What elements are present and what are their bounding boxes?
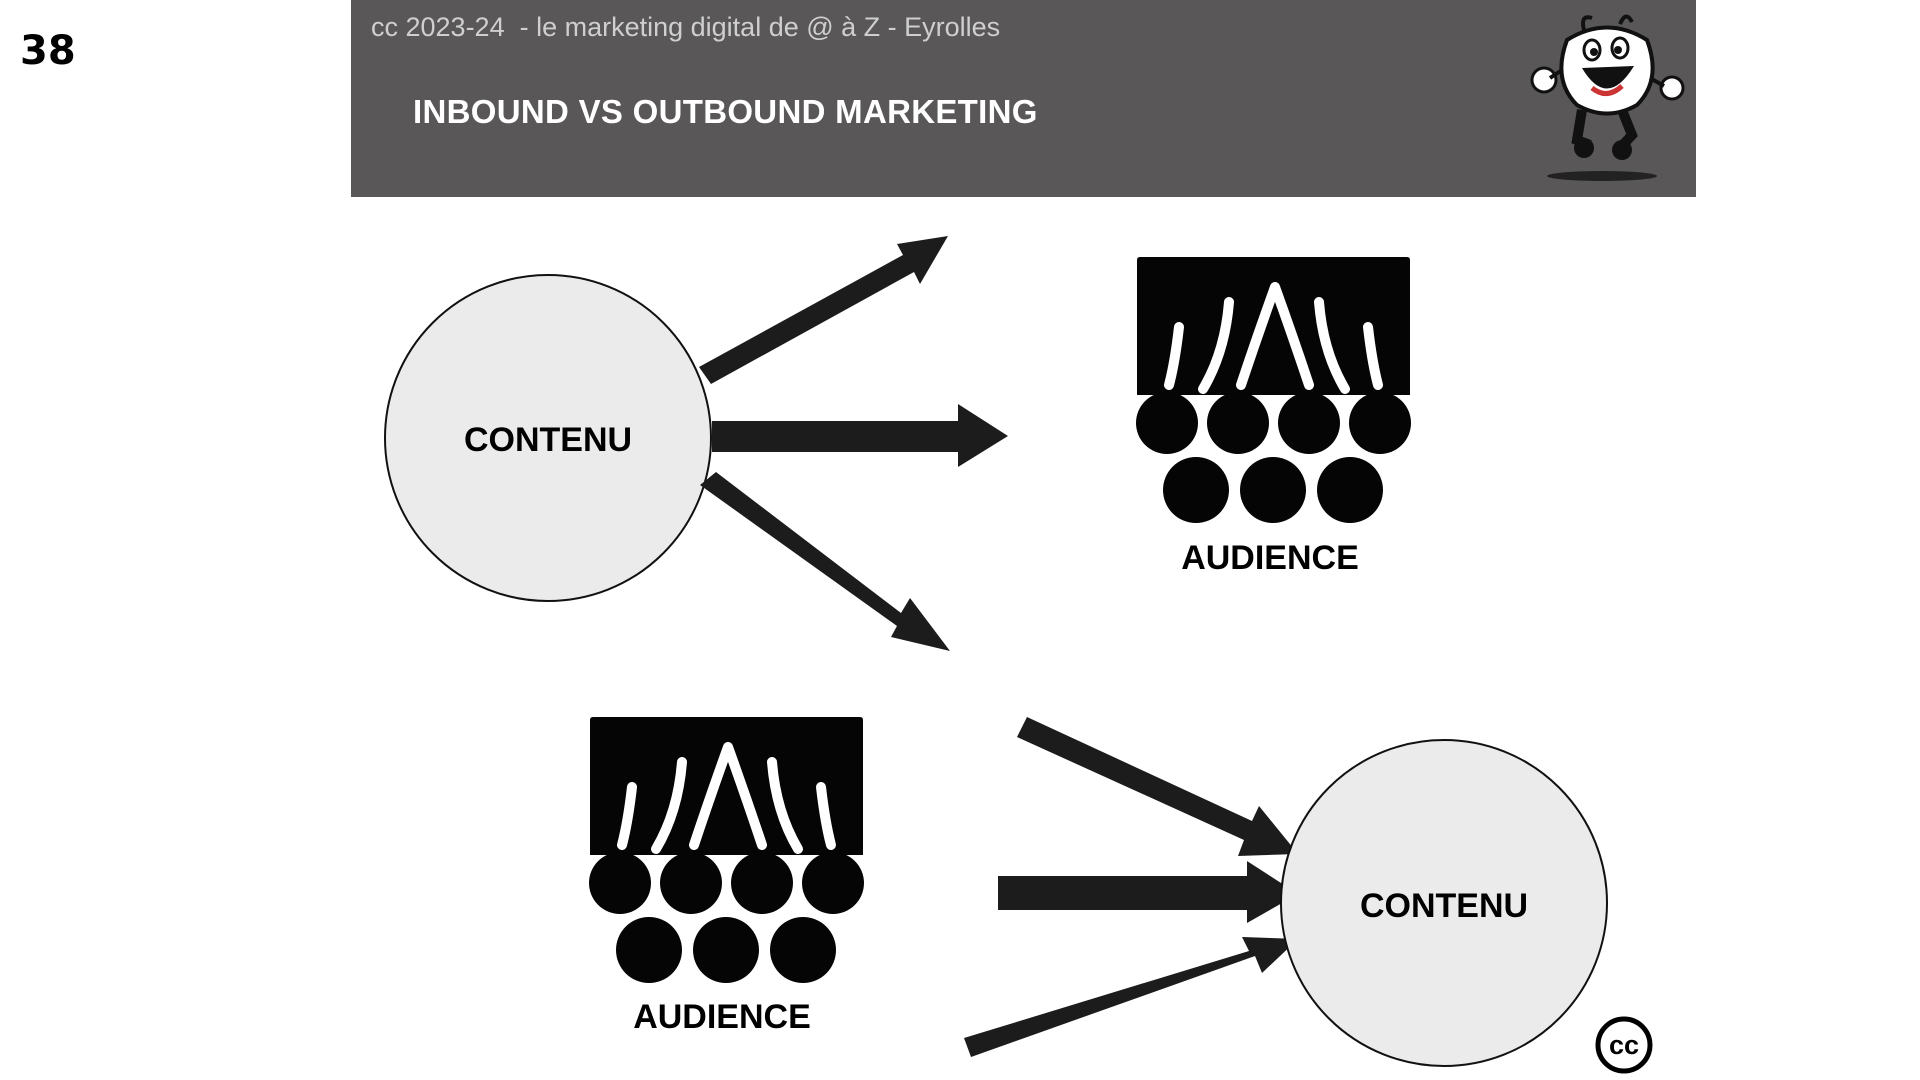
arrow-in-up [1017, 717, 1298, 856]
running-mascot-icon [1530, 14, 1685, 181]
slide-header: cc 2023-24 - le marketing digital de @ à… [351, 0, 1696, 197]
audience-icon-top [1136, 257, 1411, 523]
page-number: 38 [20, 28, 76, 74]
arrow-in-down [964, 937, 1298, 1057]
arrow-out-up [699, 236, 948, 384]
arrow-out-middle [712, 404, 1008, 467]
content-circle-top [384, 274, 712, 602]
content-circle-bottom [1280, 739, 1608, 1067]
arrow-out-down [700, 472, 950, 651]
audience-icon-bottom [589, 717, 864, 983]
header-subtitle: cc 2023-24 - le marketing digital de @ à… [371, 12, 1001, 42]
arrow-in-middle [998, 861, 1298, 923]
content-label-top: CONTENU [464, 421, 632, 459]
audience-label-top: AUDIENCE [1181, 539, 1359, 577]
content-label-bottom: CONTENU [1360, 887, 1528, 925]
audience-label-bottom: AUDIENCE [633, 998, 811, 1036]
license-badge-text: cc [1609, 1030, 1639, 1060]
creative-commons-icon: cc [1595, 1016, 1653, 1074]
slide-title: INBOUND VS OUTBOUND MARKETING [413, 93, 1038, 130]
